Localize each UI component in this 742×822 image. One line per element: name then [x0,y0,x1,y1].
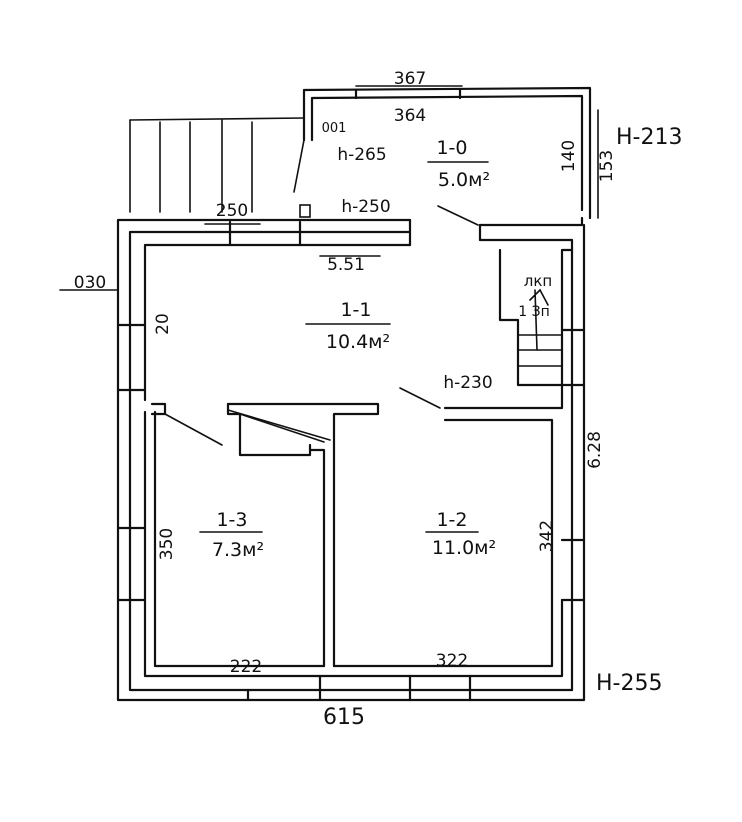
level-upper: H-213 [616,125,682,150]
porch-railing [129,117,311,218]
room-1-1-height: h-230 [443,373,492,393]
dim-right-room: 342 [537,520,557,552]
level-lower: H-255 [596,671,662,696]
dim-bottom-total: 615 [323,705,365,730]
partitions [150,205,479,668]
dim-left-window: 20 [153,313,173,335]
room-1-3-id: 1-3 [216,509,247,531]
dim-top-outer: 367 [394,69,426,89]
dim-right-height: 6.28 [585,431,605,469]
stair-mark: 1 Зп [518,304,550,320]
level-h250: h-250 [341,197,390,217]
room-1-3-area: 7.3м² [212,539,264,561]
dim-bottom-left: 222 [230,657,262,677]
dim-porch: 250 [216,201,248,221]
dim-vestibule-side: 153 [597,150,617,182]
stair-label: лкп [524,272,552,290]
room-1-1-area: 10.4м² [326,331,390,353]
dim-vestibule-depth: 140 [559,140,579,172]
dimension-lines [59,85,599,701]
main-walls [116,218,586,702]
dim-left-room: 350 [157,528,177,560]
dim-top-inner: 364 [394,106,426,126]
room-1-2-area: 11.0м² [432,537,496,559]
vestibule-walls [302,86,592,242]
room-1-1-id: 1-1 [340,299,371,321]
dim-left-wall: 030 [74,273,106,293]
room-1-0-area: 5.0м² [438,169,490,191]
stairs [498,248,564,387]
room-1-2-id: 1-2 [436,509,467,531]
misc-mark: 001 [322,121,347,136]
dim-bottom-right: 322 [436,651,468,671]
room-1-0-id: 1-0 [436,137,467,159]
vestibule-height: h-265 [337,145,386,165]
dim-main-width: 5.51 [327,255,365,275]
